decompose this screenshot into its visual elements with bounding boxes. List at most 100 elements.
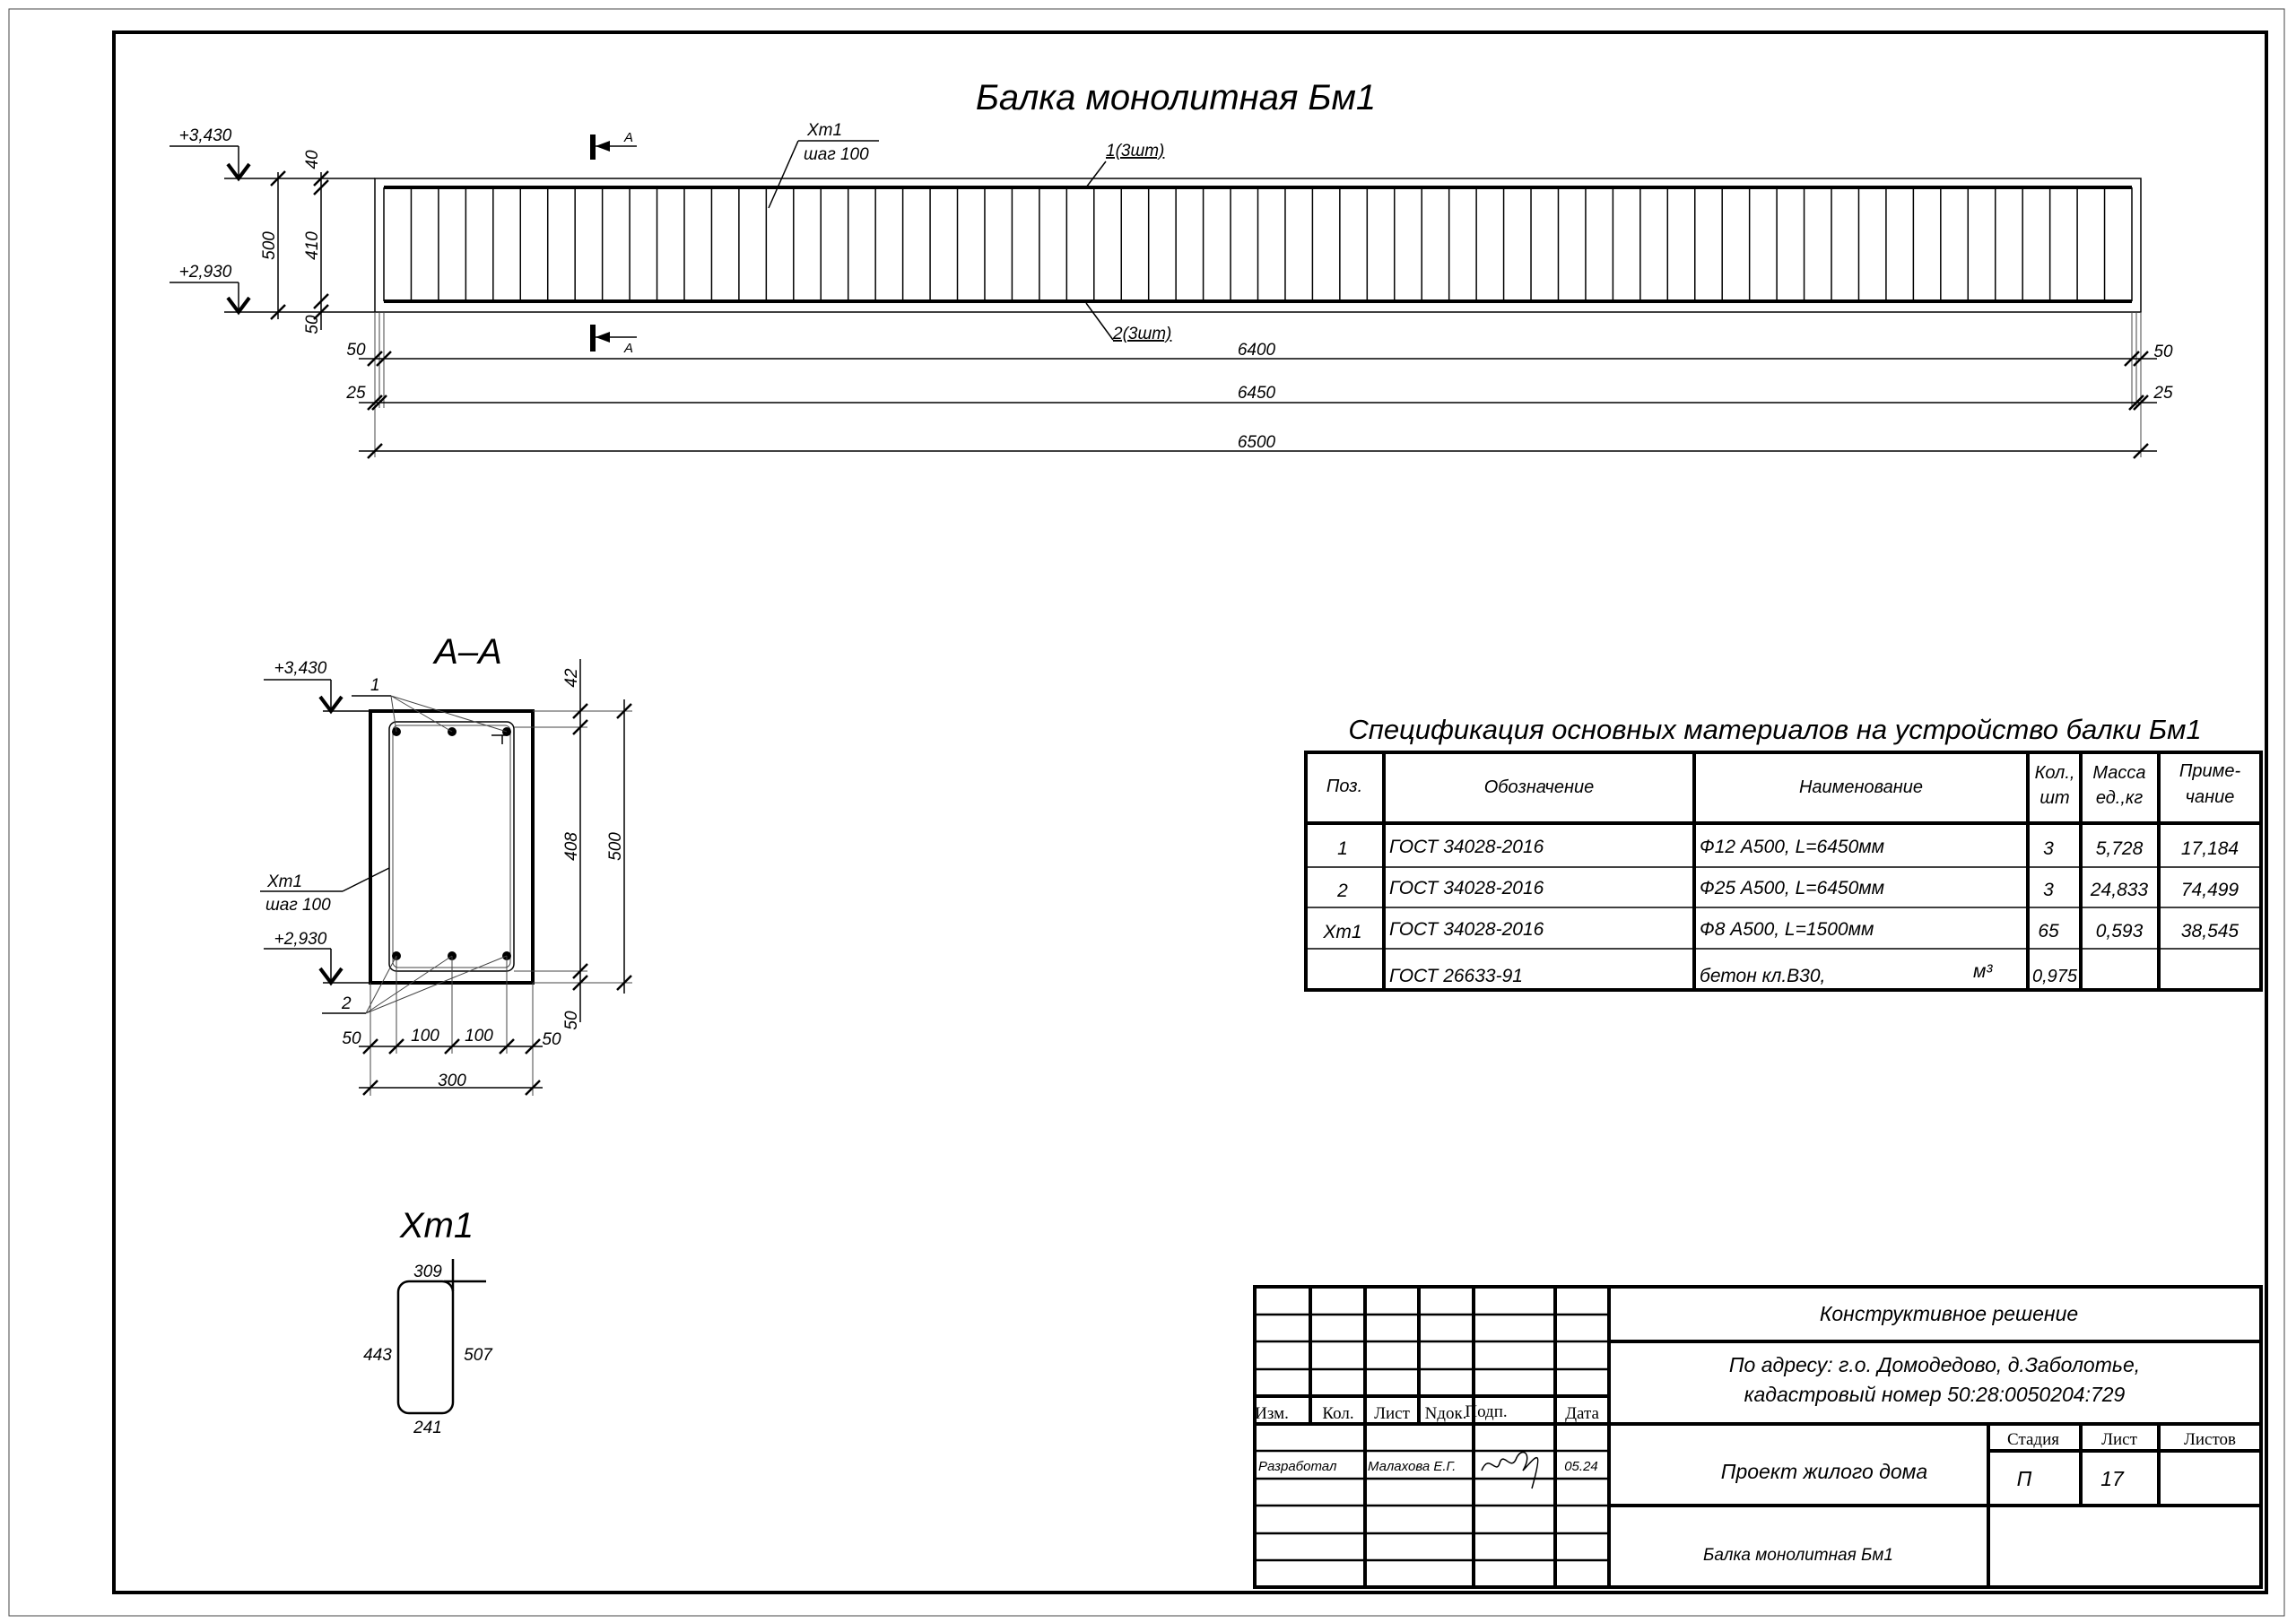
cell-name: Ф12 А500, L=6450мм <box>1700 837 1884 857</box>
cell-pos: Хт1 <box>1322 922 1361 942</box>
dim-6400-label: 6400 <box>1238 341 1276 360</box>
cell-mass: 5,728 <box>2096 838 2144 859</box>
beam-elevation: +3,430 +2,930 500 40 410 50 A A Хт1 шаг … <box>170 121 2173 459</box>
section-bar1-label: 1 <box>370 676 380 695</box>
stirrup-right-dim: 507 <box>464 1346 493 1365</box>
header-note-2: чание <box>2186 787 2235 807</box>
cell-pos: 1 <box>1337 838 1348 859</box>
cell-note: 17,184 <box>2181 838 2239 859</box>
cell-note: 38,545 <box>2181 921 2239 942</box>
tb-sheet: 17 <box>2100 1467 2125 1490</box>
section-mark-bottom-label: A <box>623 341 633 356</box>
bottom-bar-label: 2(3шт) <box>1112 325 1171 343</box>
beam-outline <box>374 178 2142 313</box>
section-dim-42: 42 <box>562 668 581 688</box>
cell-code: ГОСТ 34028-2016 <box>1389 878 1544 898</box>
stirrup-hook-dim: 309 <box>413 1263 442 1281</box>
section-title: А–А <box>432 632 502 672</box>
top-bar-label: 1(3шт) <box>1106 142 1164 161</box>
stirrup-step-label: шаг 100 <box>804 145 869 164</box>
sheet-border <box>8 8 2285 1617</box>
cell-name: бетон кл.В30, <box>1700 966 1825 986</box>
tb-developed-label: Разработал <box>1258 1459 1337 1474</box>
section-arrow-icon <box>596 332 610 343</box>
cell-pos: 2 <box>1336 881 1348 901</box>
bar2-leader <box>365 955 508 1014</box>
stirrups-group <box>383 187 2133 301</box>
dim-right-50: 50 <box>2153 343 2173 361</box>
dim-left-25: 25 <box>345 384 366 403</box>
dim-6500-label: 6500 <box>1238 433 1276 452</box>
spec-title: Спецификация основных материалов на устр… <box>1348 714 2201 745</box>
tb-sheet-name: Балка монолитная Бм1 <box>1703 1546 1893 1565</box>
section-stirrup-leader <box>342 867 390 892</box>
dim-bottom-cover-label: 50 <box>303 315 322 334</box>
signature <box>1481 1451 1539 1489</box>
header-code: Обозначение <box>1484 777 1595 797</box>
section-dim-300: 300 <box>438 1072 466 1090</box>
section-arrow-icon <box>596 141 610 152</box>
dim-height-label: 500 <box>260 231 279 260</box>
section-stirrup <box>388 721 515 972</box>
drawing-title: Балка монолитная Бм1 <box>976 78 1376 117</box>
section-stirrup-step: шаг 100 <box>265 896 331 915</box>
table-row: ГОСТ 26633-91 бетон кл.В30, м³ 0,975 <box>1389 961 2078 986</box>
header-pos: Поз. <box>1326 777 1362 796</box>
header-qty-1: Кол., <box>2035 763 2075 783</box>
tb-stage-label: Стадия <box>2007 1430 2059 1449</box>
section-stirrup-label: Хт1 <box>266 872 302 891</box>
tb-address-2: кадастровый номер 50:28:0050204:729 <box>1744 1383 2126 1406</box>
tb-project: Проект жилого дома <box>1721 1460 1927 1483</box>
tb-address-1: По адресу: г.о. Домодедово, д.Заболотье, <box>1729 1353 2140 1376</box>
table-row: Хт1 ГОСТ 34028-2016 Ф8 А500, L=1500мм 65… <box>1322 919 2239 942</box>
header-name: Наименование <box>1799 777 1923 797</box>
section-outline <box>369 709 535 985</box>
cell-note: 74,499 <box>2181 880 2239 900</box>
header-qty-2: шт <box>2039 788 2069 808</box>
cell-code: ГОСТ 34028-2016 <box>1389 837 1544 857</box>
stirrup-detail-title: Хт1 <box>399 1206 474 1245</box>
dim-right-25: 25 <box>2152 384 2173 403</box>
header-mass-1: Масса <box>2092 763 2145 783</box>
tb-header-izm: Изм. <box>1255 1404 1289 1423</box>
cell-code: ГОСТ 26633-91 <box>1389 966 1523 986</box>
cell-unit: м³ <box>1973 961 1993 982</box>
stirrup-label: Хт1 <box>806 121 842 140</box>
bar1-leader <box>390 695 508 733</box>
stirrup-detail: Хт1 309 443 507 241 <box>363 1206 493 1437</box>
tb-section-name: Конструктивное решение <box>1820 1302 2078 1325</box>
dim-6450-label: 6450 <box>1238 384 1276 403</box>
dim-inner-label: 410 <box>303 231 322 260</box>
title-block: Изм. Кол. Лист Nдок. Подп. Дата Разработ… <box>1253 1285 2263 1589</box>
title-block-grid <box>1255 1287 1609 1587</box>
tb-sheet-label: Лист <box>2101 1430 2137 1449</box>
tb-header-podp: Подп. <box>1465 1402 1507 1421</box>
tb-developer: Малахова Е.Г. <box>1368 1459 1456 1474</box>
stirrup-hook <box>491 734 507 744</box>
cell-name: Ф8 А500, L=1500мм <box>1700 919 1874 940</box>
cell-mass: 24,833 <box>2090 880 2149 900</box>
section-dim-b3: 100 <box>465 1027 493 1046</box>
level-bottom-label: +2,930 <box>179 263 232 282</box>
section-dim-500: 500 <box>606 832 625 861</box>
cell-qty: 65 <box>2038 921 2059 942</box>
tb-header-list: Лист <box>1374 1404 1410 1423</box>
section-dim-b1: 50 <box>342 1029 361 1048</box>
stirrup-leader <box>768 140 799 209</box>
cell-name: Ф25 А500, L=6450мм <box>1700 878 1884 898</box>
section-level-top: +3,430 <box>274 659 327 678</box>
tb-stage: П <box>2017 1467 2032 1490</box>
cell-mass: 0,593 <box>2096 921 2144 942</box>
cell-qty: 3 <box>2043 838 2054 859</box>
top-bar-leader <box>1085 161 1107 188</box>
level-top-label: +3,430 <box>179 126 232 145</box>
tb-header-ndok: Nдок. <box>1425 1404 1467 1423</box>
table-row: 2 ГОСТ 34028-2016 Ф25 А500, L=6450мм 3 2… <box>1336 878 2239 901</box>
tb-sheets-label: Листов <box>2184 1430 2236 1449</box>
section-bar2-label: 2 <box>341 994 352 1013</box>
header-mass-2: ед.,кг <box>2096 788 2144 808</box>
tb-date: 05.24 <box>1564 1459 1598 1474</box>
section-dim-b4: 50 <box>542 1030 561 1049</box>
section-mark-top-label: A <box>623 130 633 145</box>
